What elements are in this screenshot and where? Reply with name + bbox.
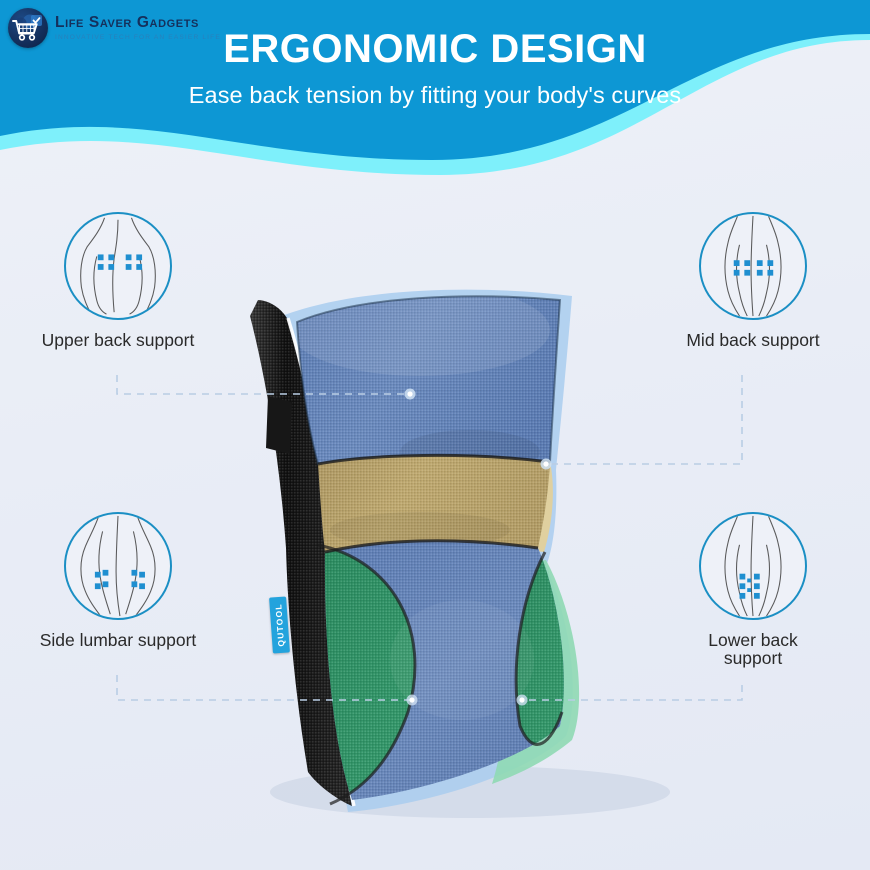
connector-lower-back [522, 685, 743, 701]
brand-name: Life Saver Gadgets [55, 13, 199, 31]
brand-tagline: INNOVATIVE TECH FOR AN EASIER LIFE [55, 34, 221, 42]
header-text-block: Life Saver Gadgets INNOVATIVE TECH FOR A… [0, 0, 870, 130]
cushion-seam-mid-lower [324, 539, 539, 554]
connector-mid-back [546, 375, 743, 465]
wave-primary-blue [0, 0, 870, 160]
connector-side-lumbar [116, 675, 412, 701]
cushion-mid-back-zone [318, 455, 550, 552]
product-brand-tab-label: QUTOOL [272, 603, 287, 647]
connector-upper-back [116, 375, 410, 395]
brand-logo[interactable]: Life Saver Gadgets INNOVATIVE TECH FOR A… [8, 8, 221, 48]
mid-back-dots [733, 260, 774, 276]
callout-lower-back-label: Lower back support [708, 630, 798, 669]
cushion-upper-back-zone [297, 296, 560, 464]
brand-text-group: Life Saver Gadgets INNOVATIVE TECH FOR A… [55, 13, 221, 42]
upper-back-dots [97, 254, 143, 270]
lower-back-icon [699, 512, 807, 620]
cushion-wing-seam-right [514, 551, 564, 746]
side-lumbar-icon [64, 512, 172, 620]
callout-side-lumbar[interactable]: Side lumbar support [20, 512, 216, 649]
cushion-strap-loop [266, 396, 292, 454]
mid-back-icon [699, 212, 807, 320]
page-subtitle: Ease back tension by fitting your body's… [188, 82, 682, 108]
lower-back-dots [739, 573, 760, 599]
header-wave-banner [0, 0, 870, 175]
upper-back-icon [64, 212, 172, 320]
cushion-seam-upper-mid [317, 453, 551, 466]
callout-side-lumbar-label: Side lumbar support [39, 630, 197, 650]
connector-endpoint-dots [404, 388, 552, 706]
cushion-lower-back-zone [324, 540, 564, 800]
callout-mid-back[interactable]: Mid back support [655, 212, 851, 349]
side-lumbar-dots [94, 569, 145, 590]
callout-upper-back-label: Upper back support [41, 330, 195, 350]
shopping-cart-icon [8, 8, 48, 48]
callout-upper-back[interactable]: Upper back support [20, 212, 216, 349]
callout-mid-back-label: Mid back support [686, 330, 820, 350]
page-title: ERGONOMIC DESIGN [223, 27, 647, 71]
callout-lower-back[interactable]: Lower back support [655, 512, 851, 667]
